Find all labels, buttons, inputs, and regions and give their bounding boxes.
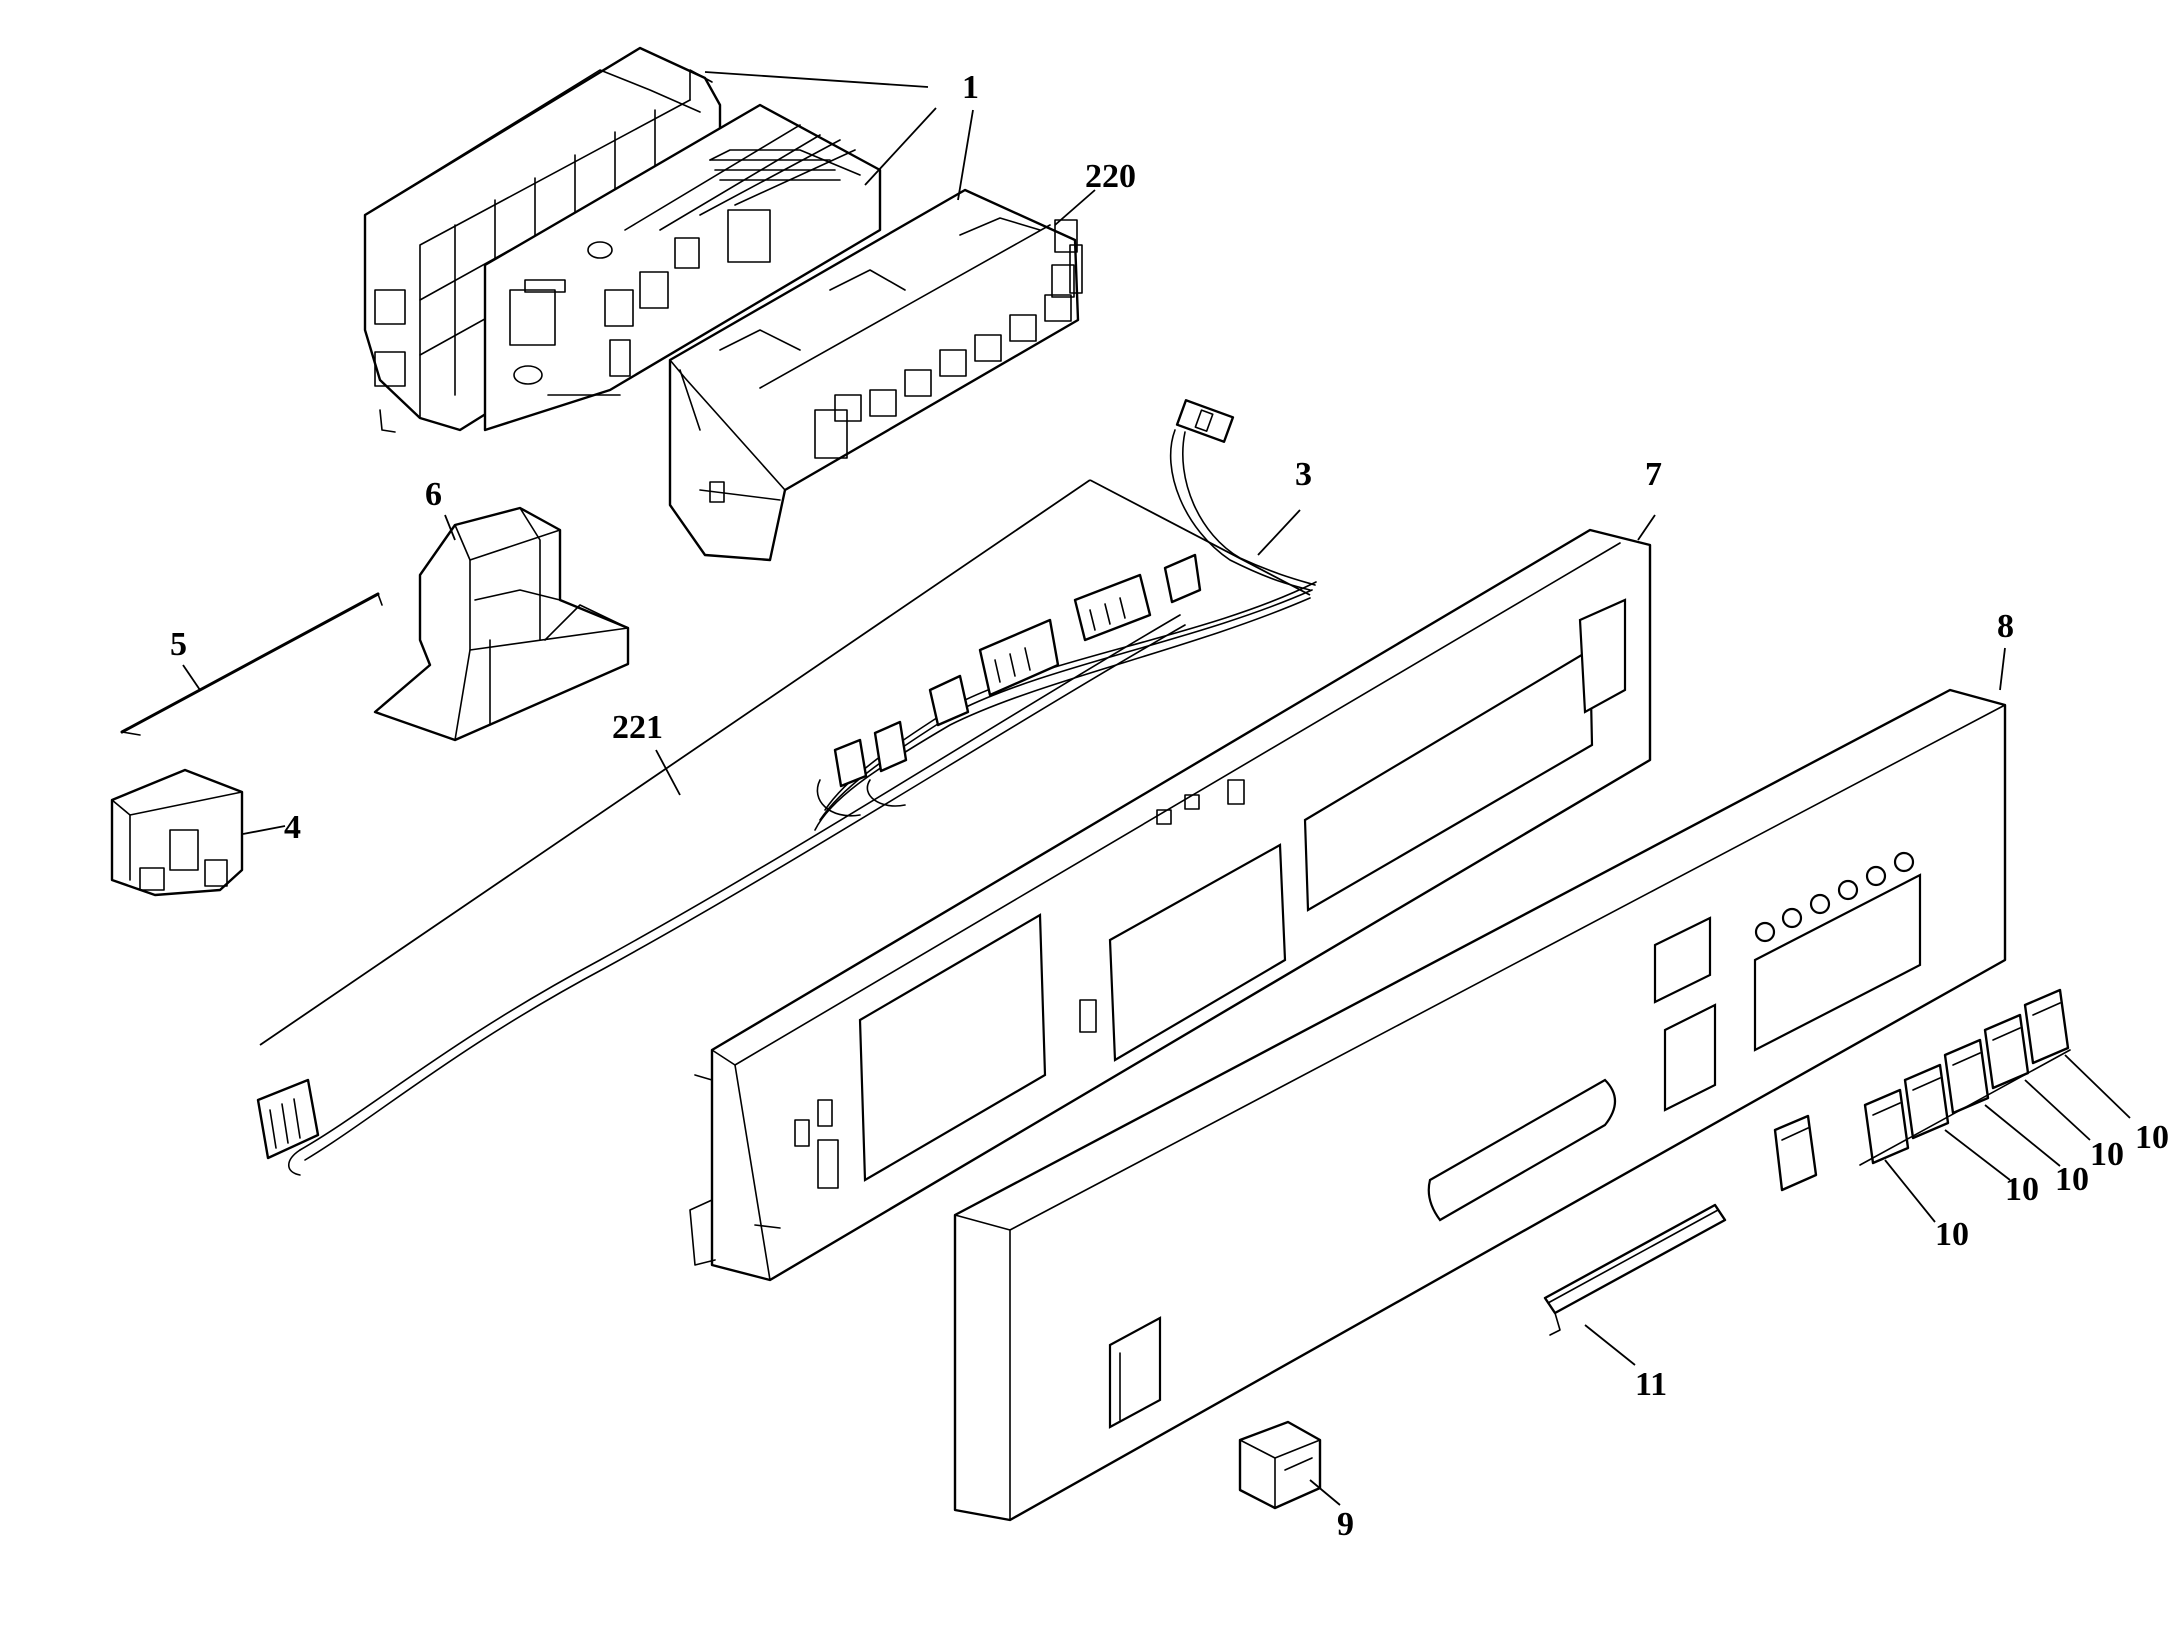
callout-6: 6 <box>425 476 442 513</box>
button-10c <box>1943 1038 1990 1115</box>
part-6-bracket <box>373 506 630 742</box>
callout-9: 9 <box>1337 1506 1354 1543</box>
button-10b <box>1903 1063 1950 1140</box>
callout-8: 8 <box>1997 608 2014 645</box>
button-10a <box>1863 1088 1910 1165</box>
part-1-circuit-board <box>483 103 882 432</box>
callout-4: 4 <box>284 809 301 846</box>
callout-labels: 1 220 3 7 6 5 221 4 8 10 10 10 10 10 11 … <box>170 69 2169 1543</box>
callout-10-b: 10 <box>2005 1171 2039 1208</box>
part-9-knob <box>1238 1420 1322 1510</box>
callout-3: 3 <box>1295 456 1312 493</box>
callout-10-c: 10 <box>2055 1161 2089 1198</box>
callout-220: 220 <box>1085 158 1136 195</box>
callout-1: 1 <box>962 69 979 106</box>
part-10-buttons <box>1859 988 2071 1166</box>
harness-connector-cluster <box>816 553 1202 817</box>
part-221-long-wire <box>256 614 1186 1176</box>
callout-5: 5 <box>170 626 187 663</box>
callout-10-e: 10 <box>2135 1119 2169 1156</box>
callout-7: 7 <box>1645 456 1662 493</box>
callout-11: 11 <box>1635 1366 1667 1403</box>
single-button <box>1773 1114 1818 1192</box>
part-8-front-panel <box>953 688 2007 1522</box>
callout-10-a: 10 <box>1935 1216 1969 1253</box>
part-5-rod <box>120 592 383 736</box>
callout-10-d: 10 <box>2090 1136 2124 1173</box>
part-220-control-module <box>668 188 1083 562</box>
part-4-switch <box>110 768 244 897</box>
part-3-wire-harness <box>814 399 1317 831</box>
part-11-strip <box>1543 1203 1727 1336</box>
leader-lines <box>182 71 2131 1506</box>
button-10e <box>2023 988 2070 1065</box>
callout-221: 221 <box>612 709 663 746</box>
button-10d <box>1983 1013 2030 1090</box>
part-7-panel-frame <box>689 528 1652 1282</box>
